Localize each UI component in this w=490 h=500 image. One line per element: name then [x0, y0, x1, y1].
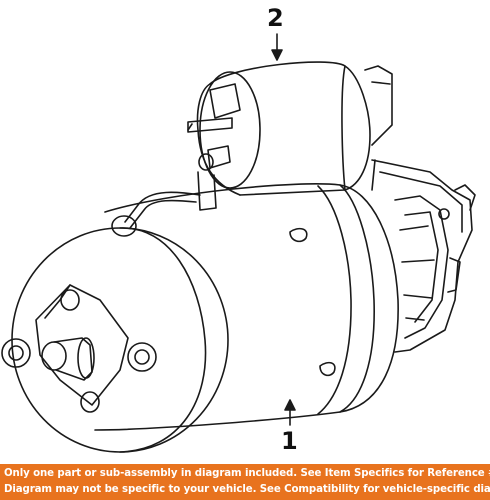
motor-body: [94, 159, 399, 431]
disclaimer-line-1: Only one part or sub-assembly in diagram…: [4, 468, 490, 479]
leader-line-2: [271, 33, 283, 61]
end-cap: [1, 227, 229, 453]
body-slot-upper: [289, 227, 308, 243]
field-lead-wire: [111, 191, 201, 237]
through-bolt-left: [1, 338, 31, 368]
drive-end-housing: [371, 159, 476, 353]
shaft: [41, 337, 95, 381]
callout-number-2: 2: [267, 4, 284, 32]
through-bolt-right: [127, 342, 157, 372]
disclaimer-banner: Only one part or sub-assembly in diagram…: [0, 464, 490, 500]
solenoid-terminal: [187, 83, 241, 171]
solenoid: [187, 61, 393, 211]
body-slot-lower: [319, 361, 336, 377]
callout-number-1: 1: [281, 427, 298, 455]
starter-diagram: [1, 33, 476, 453]
leader-line-1: [284, 399, 296, 426]
bracket: [197, 171, 217, 211]
disclaimer-line-2: Diagram may not be specific to your vehi…: [4, 484, 490, 495]
